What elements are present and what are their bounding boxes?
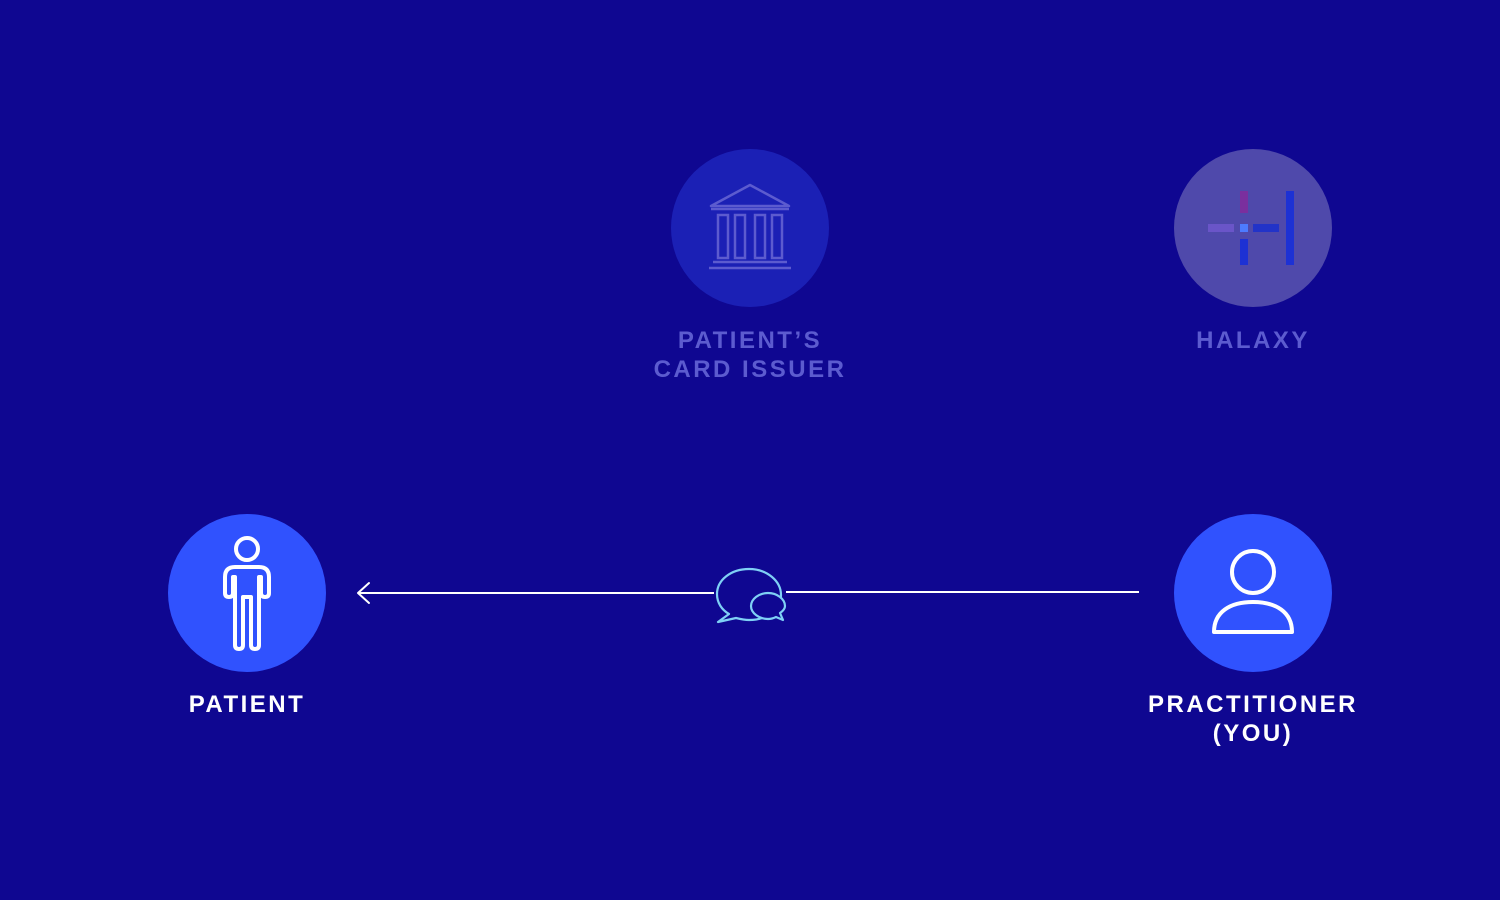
patient-node	[168, 514, 326, 672]
user-icon	[1212, 549, 1294, 634]
practitioner-label: PRACTITIONER (YOU)	[1148, 691, 1358, 747]
card-issuer-node	[671, 149, 829, 307]
card-issuer-label: PATIENT’S CARD ISSUER	[653, 327, 847, 383]
patient-label: PATIENT	[188, 691, 306, 718]
halaxy-logo	[1208, 191, 1294, 265]
practitioner-node	[1174, 514, 1332, 672]
chat-bubbles-icon	[715, 567, 787, 624]
person-icon	[223, 536, 271, 651]
practitioner-to-patient-arrow	[357, 582, 1139, 604]
halaxy-label: HALAXY	[1196, 327, 1310, 354]
bank-icon	[709, 183, 791, 270]
halaxy-node	[1174, 149, 1332, 307]
